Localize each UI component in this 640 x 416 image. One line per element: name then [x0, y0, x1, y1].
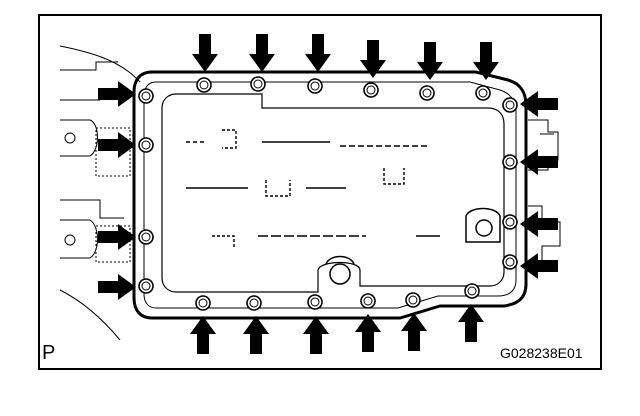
bolt-icon [138, 278, 154, 294]
arrow-icon [473, 42, 499, 80]
bolt-icon [307, 78, 323, 94]
bolt-icon [502, 214, 518, 230]
arrow-icon [458, 304, 484, 342]
arrow-icon [190, 316, 216, 354]
arrow-group [98, 34, 558, 354]
bolt-icon [405, 292, 421, 308]
bolt-icon [464, 283, 480, 299]
arrow-icon [98, 274, 136, 300]
bolt-icon [360, 293, 376, 309]
drain-plug [325, 255, 355, 285]
arrow-icon [520, 91, 558, 117]
bolt-icon [363, 82, 379, 98]
arrow-icon [303, 316, 329, 354]
bolt-icon [138, 229, 154, 245]
arrow-icon [401, 313, 427, 351]
bolt-icon [195, 295, 211, 311]
arrow-icon [520, 253, 558, 279]
arrow-icon [417, 42, 443, 80]
view-label: P [42, 342, 56, 364]
engine-block-outline [59, 45, 141, 341]
bolt-icon [502, 97, 518, 113]
figure-code: G028238E01 [500, 345, 583, 361]
arrow-icon [249, 34, 275, 72]
bolt-icon [502, 254, 518, 270]
arrow-icon [192, 34, 218, 72]
arrow-icon [520, 211, 558, 237]
arrow-icon [305, 34, 331, 72]
oil-pan-flange [132, 70, 528, 320]
bolt-icon [196, 77, 212, 93]
bolt-icon [138, 137, 154, 153]
arrow-icon [98, 132, 136, 158]
transmission-outline [528, 119, 561, 263]
arrow-icon [243, 316, 269, 354]
arrow-icon [98, 81, 136, 107]
arrow-icon [360, 40, 386, 78]
bolt-icon [475, 85, 491, 101]
bolt-icon [138, 88, 154, 104]
bolt-icon [246, 295, 262, 311]
bolt-icon [419, 85, 435, 101]
pan-boss [465, 207, 501, 243]
arrow-icon [520, 149, 558, 175]
bolt-icon [502, 154, 518, 170]
arrow-icon [98, 224, 136, 250]
bolt-icon [307, 294, 323, 310]
pan-ribs [186, 129, 440, 248]
arrow-icon [355, 314, 381, 352]
bolt-icon [250, 76, 266, 92]
bolt-group [138, 76, 518, 311]
oil-pan-body [161, 93, 505, 293]
